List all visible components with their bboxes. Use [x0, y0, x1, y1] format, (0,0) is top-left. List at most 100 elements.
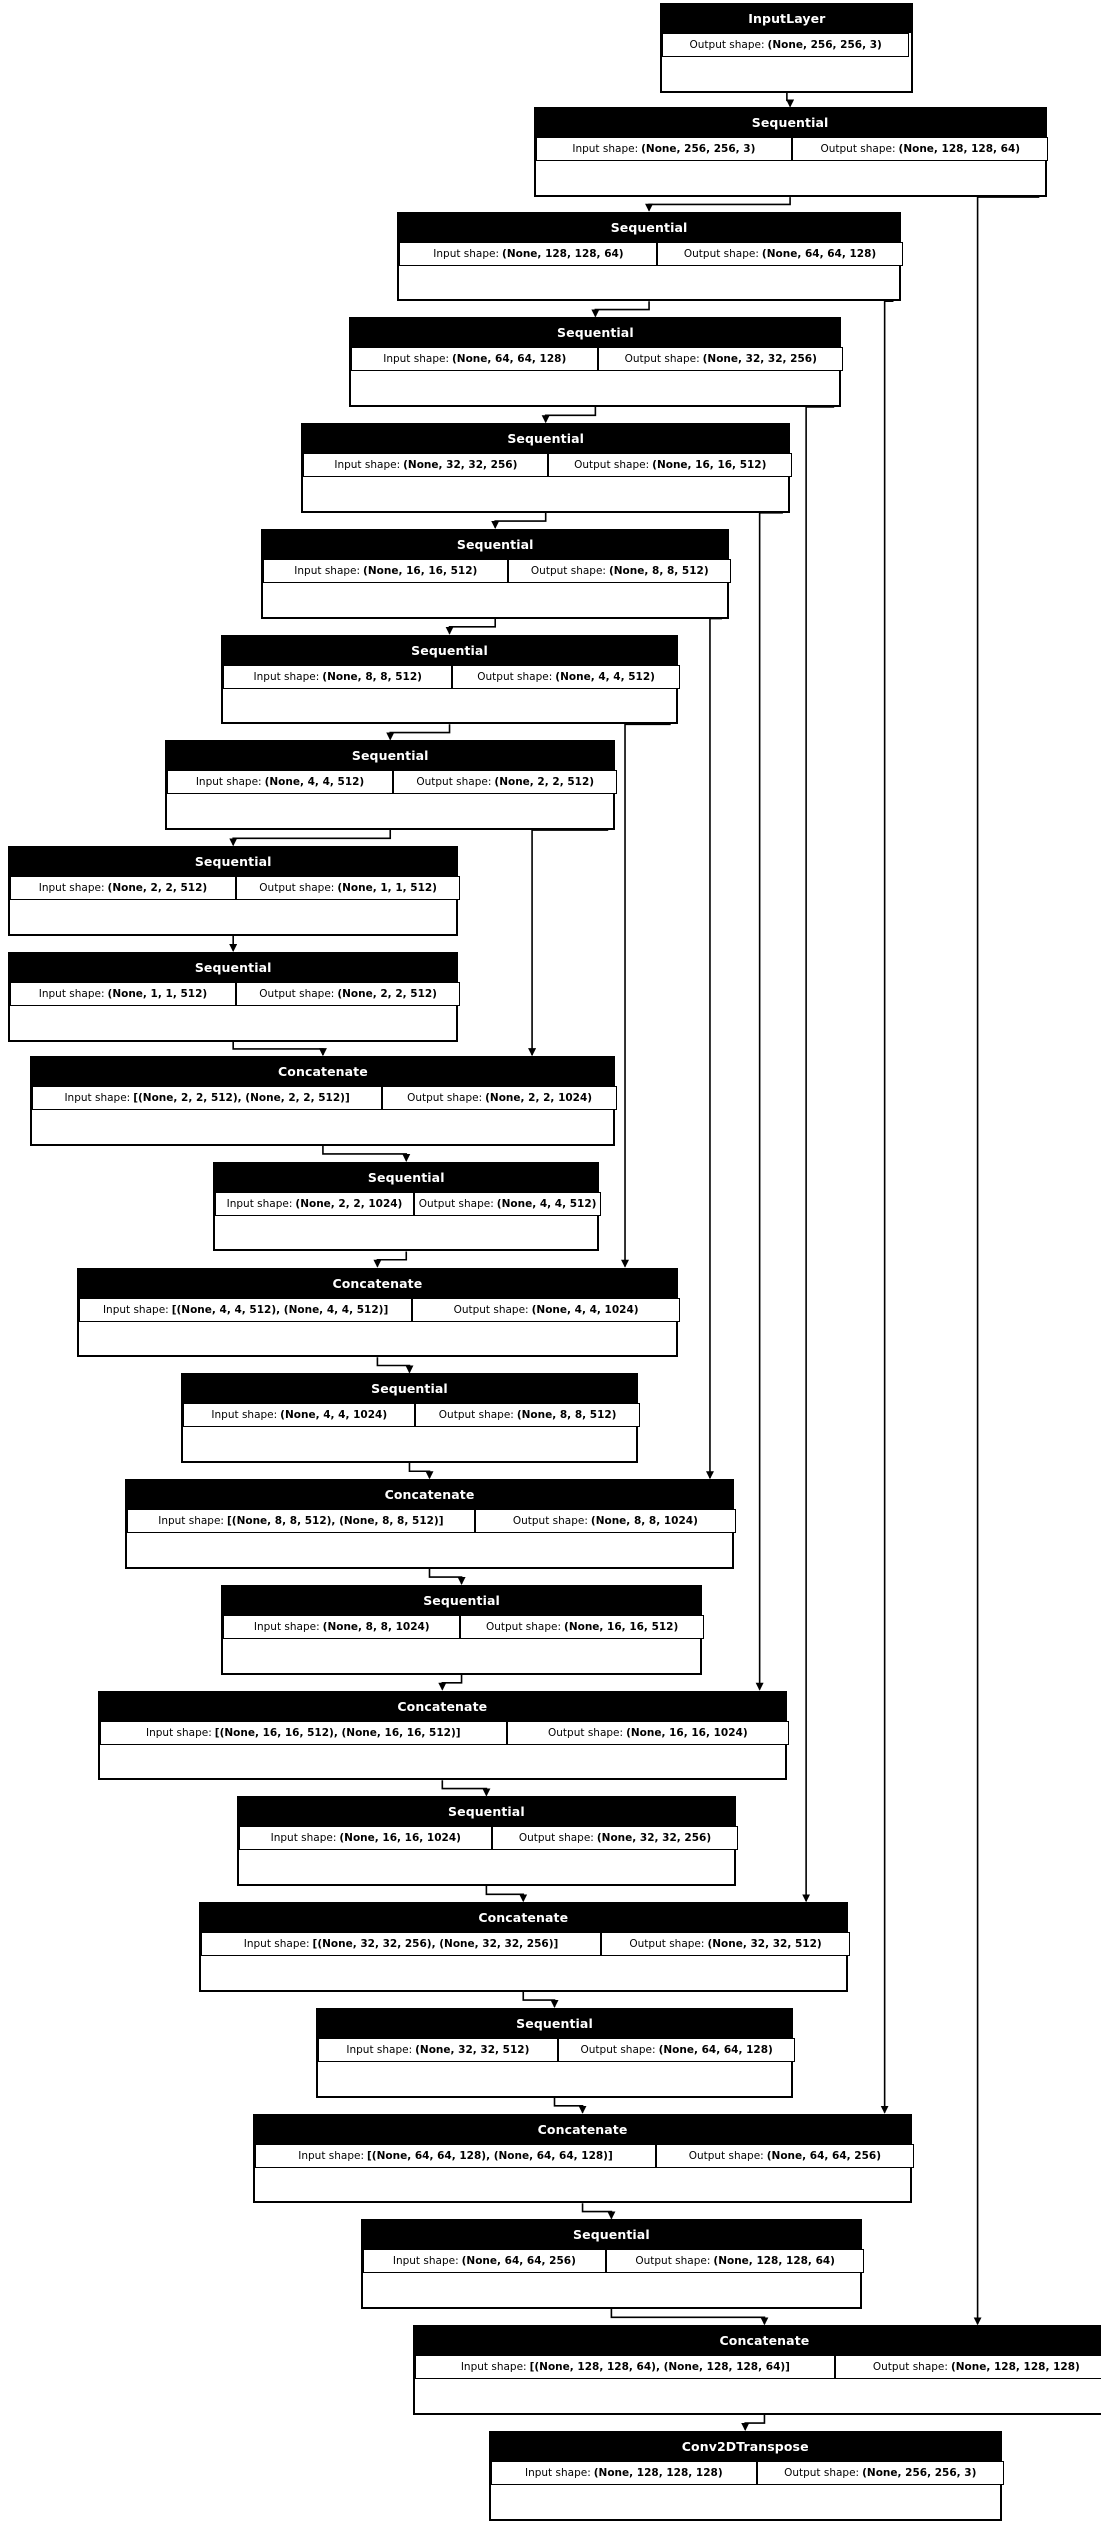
node-title: Sequential — [303, 425, 789, 454]
node-output-shape-label: Output shape: — [438, 1409, 514, 1422]
node-title: Concatenate — [99, 1692, 785, 1721]
edge-direct — [386, 724, 451, 741]
node-output-shape-label: Output shape: — [635, 2255, 711, 2268]
node-shape-row: Input shape:(None, 32, 32, 256)Output sh… — [303, 453, 793, 478]
node-output-shape-value: (None, 2, 2, 512) — [494, 776, 595, 789]
node-output-shape: Output shape:(None, 256, 256, 3) — [662, 33, 910, 58]
node-input-shape-value: [(None, 2, 2, 512), (None, 2, 2, 512)] — [133, 1091, 350, 1104]
node-input-shape-value: (None, 8, 8, 1024) — [322, 1620, 430, 1633]
node-output-shape-value: (None, 32, 32, 256) — [596, 1832, 712, 1845]
node-title: InputLayer — [662, 5, 912, 34]
edge-direct — [591, 301, 650, 318]
node-input-shape: Input shape:(None, 1, 1, 512) — [10, 981, 236, 1006]
node-output-shape: Output shape:(None, 8, 8, 512) — [415, 1403, 640, 1428]
edge-skip — [973, 185, 1040, 2326]
node-input-shape-label: Input shape: — [226, 1197, 293, 1210]
node-output-shape-value: (None, 256, 256, 3) — [767, 39, 882, 52]
node-input-shape-value: (None, 4, 4, 1024) — [280, 1409, 388, 1422]
node-input-shape-label: Input shape: — [102, 1303, 169, 1316]
node-shape-row: Input shape:[(None, 64, 64, 128), (None,… — [255, 2143, 914, 2168]
edge-skip — [755, 500, 783, 1691]
node-input-shape-value: (None, 16, 16, 1024) — [339, 1832, 461, 1845]
node-input-shape-value: (None, 1, 1, 512) — [107, 987, 208, 1000]
node-title: Sequential — [223, 636, 676, 665]
node-output-shape-label: Output shape: — [784, 2466, 860, 2479]
node-input-shape: Input shape:(None, 2, 2, 512) — [10, 876, 236, 901]
node-output-shape-label: Output shape: — [872, 2361, 948, 2374]
node-output-shape-value: (None, 16, 16, 512) — [652, 459, 767, 472]
node-input-shape-value: [(None, 16, 16, 512), (None, 16, 16, 512… — [214, 1726, 461, 1739]
node-shape-row: Input shape:(None, 256, 256, 3) Output sh… — [535, 137, 1049, 162]
node-output-shape-label: Output shape: — [689, 39, 765, 52]
node-output-shape-label: Output shape: — [820, 143, 896, 156]
edge-skip — [621, 712, 671, 1268]
node-shape-row: Input shape:(None, 4, 4, 1024)Output sha… — [183, 1403, 640, 1428]
node-input-shape-value: (None, 32, 32, 256) — [403, 459, 518, 472]
node-shape-row: Input shape:(None, 16, 16, 1024)Output s… — [239, 1826, 738, 1851]
node-output-shape-value: (None, 4, 4, 512) — [555, 670, 655, 683]
node-output-shape-label: Output shape: — [683, 247, 759, 260]
node-input-shape: Input shape:(None, 32, 32, 256) — [303, 453, 549, 478]
node-input-shape: Input shape:[(None, 2, 2, 512), (None, 2… — [32, 1085, 382, 1110]
node-shape-row: Input shape:[(None, 16, 16, 512), (None,… — [99, 1720, 789, 1745]
node-input-shape-value: [(None, 128, 128, 64), (None, 128, 128, … — [529, 2361, 790, 2374]
node-input-shape-label: Input shape: — [158, 1515, 224, 1528]
node-input-shape: Input shape:(None, 4, 4, 512) — [167, 770, 394, 795]
node-title: Sequential — [263, 530, 728, 559]
node-title: Concatenate — [415, 2327, 1101, 2356]
node-output-shape-value: (None, 8, 8, 512) — [608, 564, 709, 577]
node-shape-row: Input shape:(None, 2, 2, 1024)Output sha… — [215, 1191, 602, 1216]
node-output-shape-label: Output shape: — [629, 1938, 705, 1951]
node-output-shape-value: (None, 4, 4, 512) — [496, 1197, 597, 1210]
node-output-shape: Output shape:(None, 64, 64, 256) — [655, 2143, 914, 2168]
node-input-shape: Input shape:[(None, 128, 128, 64), (None… — [415, 2355, 836, 2380]
node-title: Concatenate — [200, 1904, 846, 1933]
node-input-shape-value: (None, 256, 256, 3) — [641, 143, 756, 156]
node-output-shape: Output shape:(None, 8, 8, 512) — [508, 558, 732, 583]
node-title: Concatenate — [255, 2115, 910, 2144]
node-input-shape: Input shape:(None, 2, 2, 1024) — [215, 1191, 414, 1216]
node-input-shape-value: (None, 128, 128, 64) — [502, 247, 624, 260]
node-input-shape: Input shape:[(None, 16, 16, 512), (None,… — [99, 1720, 507, 1745]
node-output-shape: Output shape:(None, 2, 2, 512) — [235, 981, 461, 1006]
edge-direct — [786, 92, 795, 108]
node-shape-row: Input shape:(None, 128, 128, 128)Output … — [490, 2460, 1004, 2485]
node-input-shape-label: Input shape: — [572, 143, 639, 156]
node-title: Sequential — [535, 109, 1045, 138]
node-output-shape: Output shape:(None, 64, 64, 128) — [657, 241, 903, 266]
node-input-shape-label: Input shape: — [433, 247, 500, 260]
node-title: Sequential — [362, 2221, 861, 2250]
edge-direct — [438, 1674, 463, 1691]
node-output-shape: Output shape:(None, 2, 2, 1024) — [381, 1085, 618, 1110]
node-output-shape-label: Output shape: — [407, 1091, 483, 1104]
node-input-shape-label: Input shape: — [243, 1938, 310, 1951]
node-shape-row: Output shape:(None, 256, 256, 3) — [662, 33, 912, 58]
node-title: Sequential — [183, 1375, 636, 1404]
node-output-shape-label: Output shape: — [518, 1832, 594, 1845]
node-input-shape: Input shape:[(None, 32, 32, 256), (None,… — [200, 1932, 602, 1957]
